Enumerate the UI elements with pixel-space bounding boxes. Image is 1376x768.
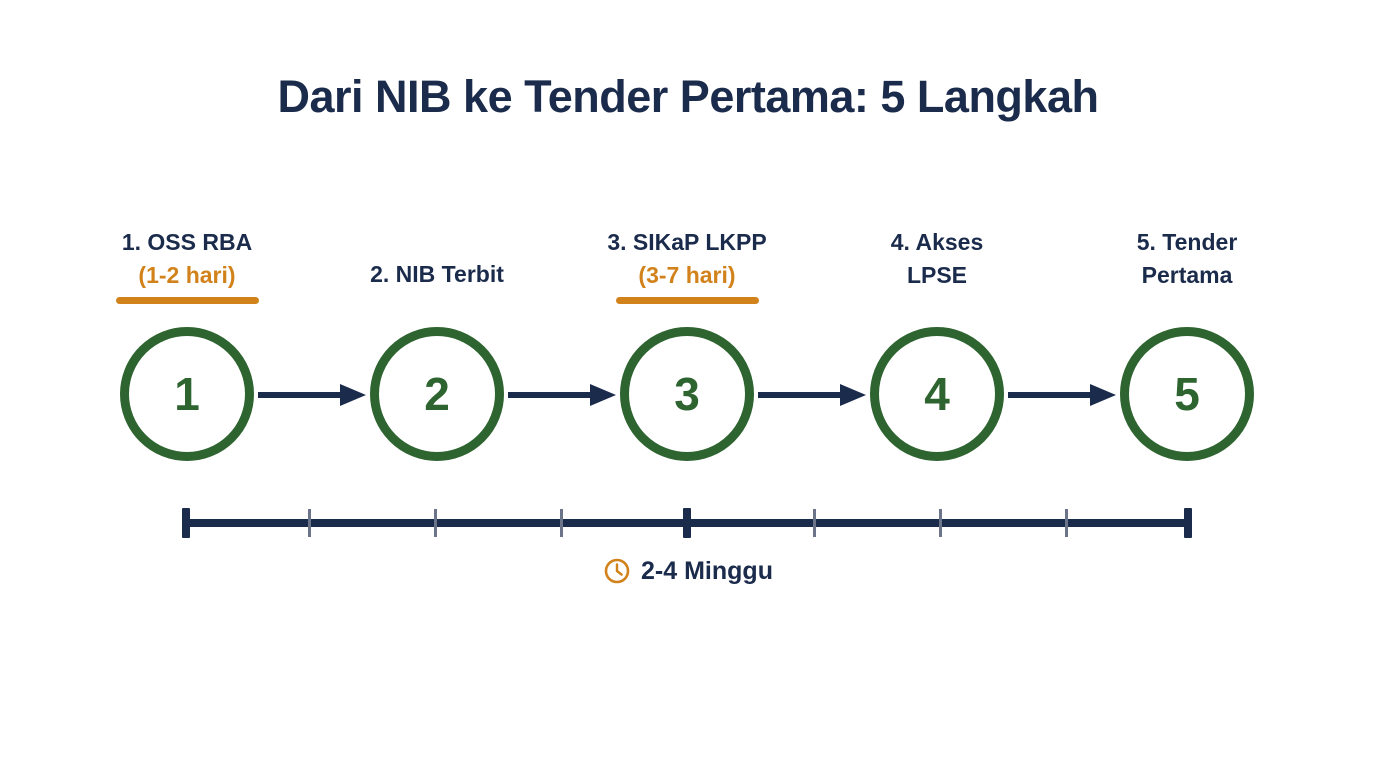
step-duration: (3-7 hari) [638, 261, 736, 288]
step-node-4: 4 [870, 327, 1004, 461]
step-node-1: 1 [120, 327, 254, 461]
step-4-label-group: 4. Akses LPSE [812, 226, 1062, 291]
timeline-caption-text: 2-4 Minggu [641, 556, 773, 585]
step-node-5: 5 [1120, 327, 1254, 461]
step-duration: (1-2 hari) [138, 261, 236, 288]
step-3-label-group: 3. SIKaP LKPP (3-7 hari) [562, 226, 812, 305]
step-label: 5. Tender Pertama [1136, 229, 1238, 288]
step-label: 3. SIKaP LKPP [607, 229, 767, 255]
step-1-label-group: 1. OSS RBA (1-2 hari) [62, 226, 312, 305]
step-node-2: 2 [370, 327, 504, 461]
timeline-minor-tick [434, 509, 437, 537]
timeline-minor-tick [560, 509, 563, 537]
step-label: 2. NIB Terbit [370, 261, 504, 287]
arrow-shaft [758, 392, 842, 398]
arrow-right-icon [1008, 384, 1118, 406]
timeline-axis [182, 505, 1192, 541]
timeline-major-tick-start [182, 508, 190, 538]
step-2-label-group: 2. NIB Terbit [312, 258, 562, 291]
step-5-label-group: 5. Tender Pertama [1062, 226, 1312, 291]
arrow-head [1090, 384, 1116, 406]
arrow-right-icon [258, 384, 368, 406]
arrow-right-icon [508, 384, 618, 406]
step-number: 1 [174, 368, 200, 420]
step-label: 1. OSS RBA [121, 229, 253, 255]
arrow-head [840, 384, 866, 406]
step-duration-underline [115, 297, 259, 305]
step-node-3: 3 [620, 327, 754, 461]
timeline-minor-tick [308, 509, 311, 537]
timeline-minor-tick [939, 509, 942, 537]
clock-icon [604, 558, 630, 584]
arrow-shaft [508, 392, 592, 398]
arrow-head [590, 384, 616, 406]
step-number: 3 [674, 368, 700, 420]
timeline-minor-tick [1065, 509, 1068, 537]
step-number: 4 [924, 368, 950, 420]
step-number: 5 [1174, 368, 1200, 420]
arrow-right-icon [758, 384, 868, 406]
step-label: 4. Akses LPSE [890, 229, 984, 288]
timeline-caption: 2-4 Minggu [0, 557, 1376, 585]
arrow-head [340, 384, 366, 406]
timeline-major-tick-middle [683, 508, 691, 538]
timeline-minor-tick [813, 509, 816, 537]
arrow-shaft [258, 392, 342, 398]
timeline-major-tick-end [1184, 508, 1192, 538]
step-duration-underline [615, 297, 759, 305]
page-title: Dari NIB ke Tender Pertama: 5 Langkah [277, 71, 1099, 122]
arrow-shaft [1008, 392, 1092, 398]
step-number: 2 [424, 368, 450, 420]
